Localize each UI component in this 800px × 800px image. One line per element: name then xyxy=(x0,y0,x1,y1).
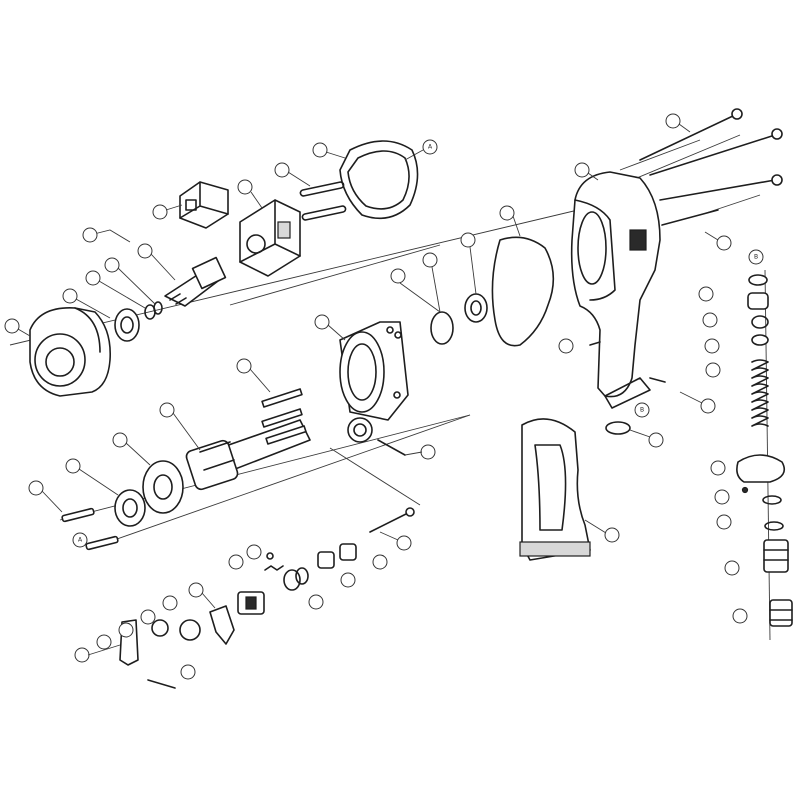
callout-label: A xyxy=(78,537,83,544)
o-ring-part xyxy=(430,311,454,345)
part-bubble xyxy=(82,227,98,243)
gasket-part xyxy=(339,140,419,220)
part-bubble xyxy=(140,609,156,625)
regulator-body-part xyxy=(317,507,415,569)
pins-part xyxy=(299,181,347,221)
part-bubble xyxy=(74,644,121,663)
inlet-spring-part xyxy=(751,359,769,427)
housing-bolts-part xyxy=(639,108,783,226)
part-bubble xyxy=(85,270,146,309)
reverse-valve-part xyxy=(347,417,406,456)
callout-bubble-a-top: A xyxy=(404,139,438,161)
main-housing-part xyxy=(570,171,661,409)
front-boot-part xyxy=(29,307,112,397)
part-bubble xyxy=(499,205,521,237)
part-bubble xyxy=(705,362,721,378)
motor-housing-part xyxy=(339,321,409,421)
part-bubble xyxy=(724,560,740,576)
valve-body-part xyxy=(237,591,265,615)
regulator-rings-part xyxy=(283,567,309,591)
end-plate-part xyxy=(142,460,184,514)
part-bubble xyxy=(314,314,346,341)
rear-gasket-part xyxy=(491,236,555,347)
part-bubble xyxy=(629,429,664,448)
part-bubble xyxy=(698,286,714,302)
spring-small-part xyxy=(264,552,284,571)
part-bubble xyxy=(104,257,156,305)
part-bubble xyxy=(422,252,441,313)
exhaust-deflector-part xyxy=(589,341,666,435)
part-bubble xyxy=(228,554,244,570)
part-bubble xyxy=(379,531,412,551)
callout-bubble-b-right: B xyxy=(748,249,764,265)
callout-bubble-b-mid: B xyxy=(634,402,650,418)
anvil-part xyxy=(164,256,227,307)
part-bubble xyxy=(188,582,216,609)
part-bubble xyxy=(65,458,119,496)
part-bubble xyxy=(390,268,441,313)
part-bubble xyxy=(159,402,201,451)
part-bubble xyxy=(584,519,620,543)
part-bubble xyxy=(4,318,31,337)
part-bubble xyxy=(558,338,574,354)
part-bubble xyxy=(679,391,716,414)
part-bubble xyxy=(236,358,271,393)
part-bubble xyxy=(118,622,134,638)
part-bubble xyxy=(732,608,748,624)
part-bubble xyxy=(340,572,356,588)
callout-label: B xyxy=(754,254,758,261)
part-bubble xyxy=(96,634,112,650)
part-bubble xyxy=(716,514,732,530)
hammer-cage-part xyxy=(239,199,301,277)
part-bubble xyxy=(704,338,720,354)
part-bubble xyxy=(152,204,183,220)
part-bubble xyxy=(460,232,477,295)
part-bubble xyxy=(62,288,111,319)
small-ring-parts xyxy=(144,301,163,320)
callout-label: B xyxy=(640,407,644,414)
part-bubble xyxy=(274,162,311,187)
valve-stem-part xyxy=(151,605,235,645)
air-inlet-fitting-part xyxy=(769,599,793,627)
part-bubble xyxy=(404,444,436,460)
part-bubble xyxy=(704,231,732,251)
part-bubble xyxy=(574,162,599,181)
part-bubble xyxy=(237,179,263,209)
part-bubble xyxy=(137,243,176,281)
part-bubble xyxy=(714,489,730,505)
rotor-blades-part xyxy=(261,388,307,445)
part-bubble xyxy=(28,480,63,513)
part-bubble xyxy=(246,544,262,560)
bearing-front-part xyxy=(114,489,146,527)
inlet-valve-part xyxy=(747,274,769,346)
washer-part xyxy=(114,308,140,342)
callout-bubble-a-left: A xyxy=(72,532,88,548)
part-bubble xyxy=(112,432,151,466)
part-bubble xyxy=(162,595,178,611)
grip-sleeve-part xyxy=(519,418,591,561)
part-bubble xyxy=(312,142,346,159)
part-bubble xyxy=(710,460,726,476)
part-bubble xyxy=(308,594,324,610)
hammer-part xyxy=(179,181,229,229)
part-bubble xyxy=(702,312,718,328)
part-bubble xyxy=(180,664,196,680)
part-number-bubbles xyxy=(4,113,748,680)
inlet-cap-part xyxy=(736,454,786,494)
bolt-part xyxy=(61,507,119,551)
callout-label: A xyxy=(428,144,433,151)
air-inlet-bushing-part xyxy=(763,539,789,573)
inlet-washers-part xyxy=(762,495,784,531)
part-bubble xyxy=(665,113,691,133)
rear-bearing-part xyxy=(464,293,488,323)
part-bubble xyxy=(372,554,388,570)
